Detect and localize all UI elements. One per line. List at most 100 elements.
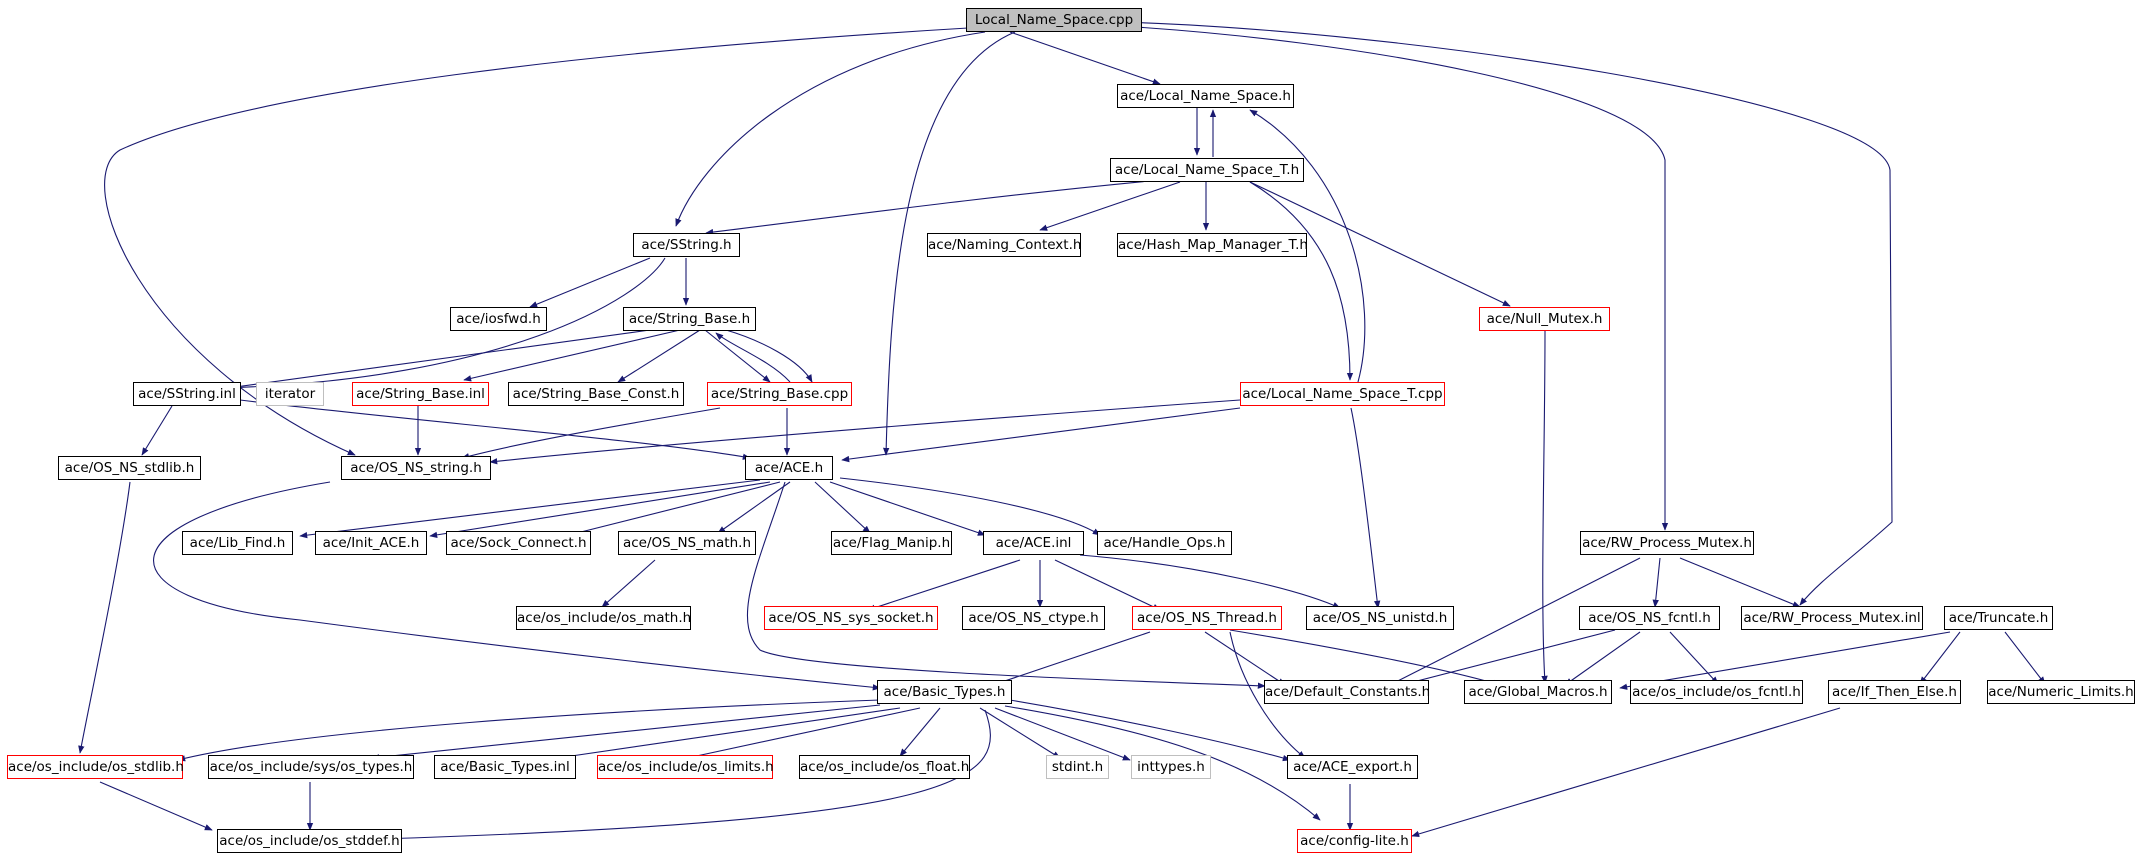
edge (1054, 559, 1161, 611)
node-os-types-h[interactable]: ace/os_include/sys/os_types.h (208, 755, 414, 779)
edge (725, 329, 813, 383)
node-if-then-else-h[interactable]: ace/If_Then_Else.h (1828, 680, 1961, 704)
edge (705, 179, 1161, 236)
node-os-float-h[interactable]: ace/os_include/os_float.h (799, 755, 970, 779)
edge (1079, 554, 1341, 609)
edge (1009, 31, 1161, 85)
edge (1387, 557, 1641, 687)
node-basic-types-inl[interactable]: ace/Basic_Types.inl (434, 755, 576, 779)
node-basic-types-h[interactable]: ace/Basic_Types.h (877, 680, 1012, 704)
edge (1679, 557, 1801, 608)
edge (104, 27, 969, 456)
node-os-ns-thread-h[interactable]: ace/OS_NS_Thread.h (1132, 606, 1282, 630)
node-default-constants-h[interactable]: ace/Default_Constants.h (1264, 680, 1430, 704)
node-string-base-h[interactable]: ace/String_Base.h (623, 307, 756, 331)
edge (227, 329, 651, 391)
node-os-stddef-h[interactable]: ace/os_include/os_stddef.h (217, 829, 402, 853)
edge (994, 707, 1131, 761)
node-os-limits-h[interactable]: ace/os_include/os_limits.h (597, 755, 774, 779)
node-local-name-space-h[interactable]: ace/Local_Name_Space.h (1117, 84, 1294, 108)
edge (177, 699, 881, 762)
node-hash-map-manager-t-h[interactable]: ace/Hash_Map_Manager_T.h (1117, 233, 1308, 257)
node-numeric-limits-h[interactable]: ace/Numeric_Limits.h (1987, 680, 2135, 704)
node-naming-context-h[interactable]: ace/Naming_Context.h (927, 233, 1081, 257)
edge (463, 329, 681, 382)
node-local-name-space-t-h[interactable]: ace/Local_Name_Space_T.h (1110, 158, 1304, 182)
edge (989, 631, 1151, 687)
edge (371, 704, 881, 761)
node-string-base-inl[interactable]: ace/String_Base.inl (352, 382, 489, 406)
node-init-ace-h[interactable]: ace/Init_ACE.h (315, 531, 427, 555)
node-os-ns-math-h[interactable]: ace/OS_NS_math.h (618, 531, 756, 555)
node-local-name-space-cpp[interactable]: Local_Name_Space.cpp (966, 8, 1142, 32)
edge (601, 559, 656, 608)
edge (1669, 631, 1719, 685)
node-sock-connect-h[interactable]: ace/Sock_Connect.h (446, 531, 591, 555)
edge (1564, 631, 1641, 686)
node-null-mutex-h[interactable]: ace/Null_Mutex.h (1479, 307, 1610, 331)
node-string-base-cpp[interactable]: ace/String_Base.cpp (707, 382, 852, 406)
edge (379, 709, 991, 842)
node-sstring-inl[interactable]: ace/SString.inl (133, 382, 241, 406)
edge (867, 559, 1021, 611)
node-sstring-h[interactable]: ace/SString.h (633, 233, 740, 257)
edge (882, 31, 1016, 456)
node-stdint-h[interactable]: stdint.h (1046, 755, 1109, 779)
node-ace-export-h[interactable]: ace/ACE_export.h (1287, 755, 1418, 779)
edge (814, 481, 871, 534)
node-iterator[interactable]: iterator (256, 382, 324, 406)
edge (829, 481, 986, 536)
node-os-ns-stdlib-h[interactable]: ace/OS_NS_stdlib.h (58, 456, 201, 480)
edge (1541, 330, 1548, 684)
edge (1350, 407, 1381, 609)
edge (899, 707, 941, 757)
edge (2004, 631, 2046, 685)
node-truncate-h[interactable]: ace/Truncate.h (1944, 606, 2053, 630)
node-rw-process-mutex-inl[interactable]: ace/RW_Process_Mutex.inl (1741, 606, 1923, 630)
node-os-ns-unistd-h[interactable]: ace/OS_NS_unistd.h (1306, 606, 1454, 630)
node-ace-inl[interactable]: ace/ACE.inl (983, 531, 1084, 555)
edge (543, 707, 901, 763)
edge (704, 329, 771, 383)
node-os-ns-fcntl-h[interactable]: ace/OS_NS_fcntl.h (1579, 606, 1720, 630)
node-os-ns-sys-socket-h[interactable]: ace/OS_NS_sys_socket.h (764, 606, 938, 630)
node-os-ns-string-h[interactable]: ace/OS_NS_string.h (341, 456, 491, 480)
node-os-fcntl-h[interactable]: ace/os_include/os_fcntl.h (1630, 680, 1803, 704)
edge (99, 781, 213, 831)
edge (429, 481, 771, 539)
edge (746, 481, 1266, 689)
edge (1249, 181, 1511, 307)
edge (1119, 25, 1669, 531)
node-handle-ops-h[interactable]: ace/Handle_Ops.h (1097, 531, 1232, 555)
node-local-name-space-t-cpp[interactable]: ace/Local_Name_Space_T.cpp (1240, 382, 1445, 406)
node-os-math-h[interactable]: ace/os_include/os_math.h (516, 606, 691, 630)
node-flag-manip-h[interactable]: ace/Flag_Manip.h (831, 531, 952, 555)
edge (141, 405, 173, 456)
edge (1249, 181, 1354, 381)
node-ace-h[interactable]: ace/ACE.h (745, 456, 833, 480)
node-lib-find-h[interactable]: ace/Lib_Find.h (182, 531, 293, 555)
node-os-stdlib-h[interactable]: ace/os_include/os_stdlib.h (7, 755, 184, 779)
node-rw-process-mutex-h[interactable]: ace/RW_Process_Mutex.h (1580, 531, 1754, 555)
edge (1619, 631, 1951, 690)
edge (839, 477, 1101, 536)
edge (221, 257, 666, 391)
node-config-lite-h[interactable]: ace/config-lite.h (1297, 829, 1412, 853)
edge (1249, 109, 1366, 383)
edge (677, 707, 921, 762)
edge (1919, 631, 1961, 685)
edge (1389, 629, 1616, 690)
edge (617, 329, 701, 383)
edge (1004, 705, 1321, 821)
node-iosfwd-h[interactable]: ace/iosfwd.h (450, 307, 547, 331)
edge (1229, 629, 1501, 686)
node-global-macros-h[interactable]: ace/Global_Macros.h (1464, 680, 1612, 704)
node-string-base-const-h[interactable]: ace/String_Base_Const.h (508, 382, 684, 406)
edge (717, 481, 791, 534)
node-inttypes-h[interactable]: inttypes.h (1131, 755, 1211, 779)
edge (564, 481, 781, 538)
edge (1204, 631, 1286, 686)
node-os-ns-ctype-h[interactable]: ace/OS_NS_ctype.h (962, 606, 1105, 630)
